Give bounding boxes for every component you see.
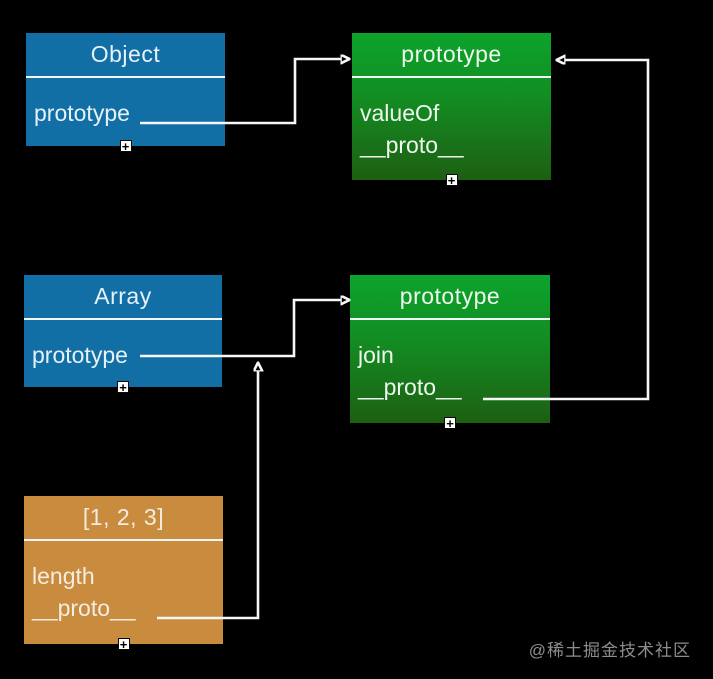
plus-glyph: + — [121, 138, 130, 154]
plus-glyph: + — [447, 172, 456, 188]
node-array-prototype[interactable]: prototype join __proto__ + — [350, 275, 550, 430]
node-array[interactable]: Array prototype + — [24, 275, 222, 394]
node-object-prototype[interactable]: prototype valueOf __proto__ + — [352, 33, 551, 187]
node-array-properties: prototype — [24, 320, 222, 372]
node-array-instance-title: [1, 2, 3] — [24, 496, 223, 541]
property-prototype: prototype — [32, 342, 128, 368]
plus-glyph: + — [446, 415, 454, 431]
node-object-prototype-properties: valueOf __proto__ — [352, 78, 551, 161]
property-prototype: prototype — [34, 100, 130, 126]
expand-handle-icon[interactable]: + — [444, 415, 456, 431]
node-object-properties: prototype — [26, 78, 225, 130]
watermark: @稀土掘金技术社区 — [528, 641, 691, 660]
node-array-instance[interactable]: [1, 2, 3] length __proto__ + — [24, 496, 223, 651]
expand-handle-icon[interactable]: + — [117, 379, 129, 395]
node-array-prototype-title: prototype — [350, 275, 550, 320]
node-object[interactable]: Object prototype + — [26, 33, 225, 153]
property-proto: __proto__ — [358, 373, 462, 400]
property-length: length — [32, 563, 95, 589]
plus-glyph: + — [119, 379, 127, 395]
property-proto: __proto__ — [32, 594, 136, 621]
expand-handle-icon[interactable]: + — [445, 172, 458, 188]
node-object-title: Object — [26, 33, 225, 78]
node-array-instance-properties: length __proto__ — [24, 541, 223, 624]
property-valueof: valueOf — [360, 100, 440, 126]
expand-handle-icon[interactable]: + — [119, 138, 132, 154]
property-join: join — [358, 342, 394, 368]
node-object-prototype-title: prototype — [352, 33, 551, 78]
expand-handle-icon[interactable]: + — [117, 636, 130, 652]
property-proto: __proto__ — [360, 131, 464, 158]
node-array-prototype-properties: join __proto__ — [350, 320, 550, 403]
node-array-title: Array — [24, 275, 222, 320]
plus-glyph: + — [119, 636, 128, 652]
